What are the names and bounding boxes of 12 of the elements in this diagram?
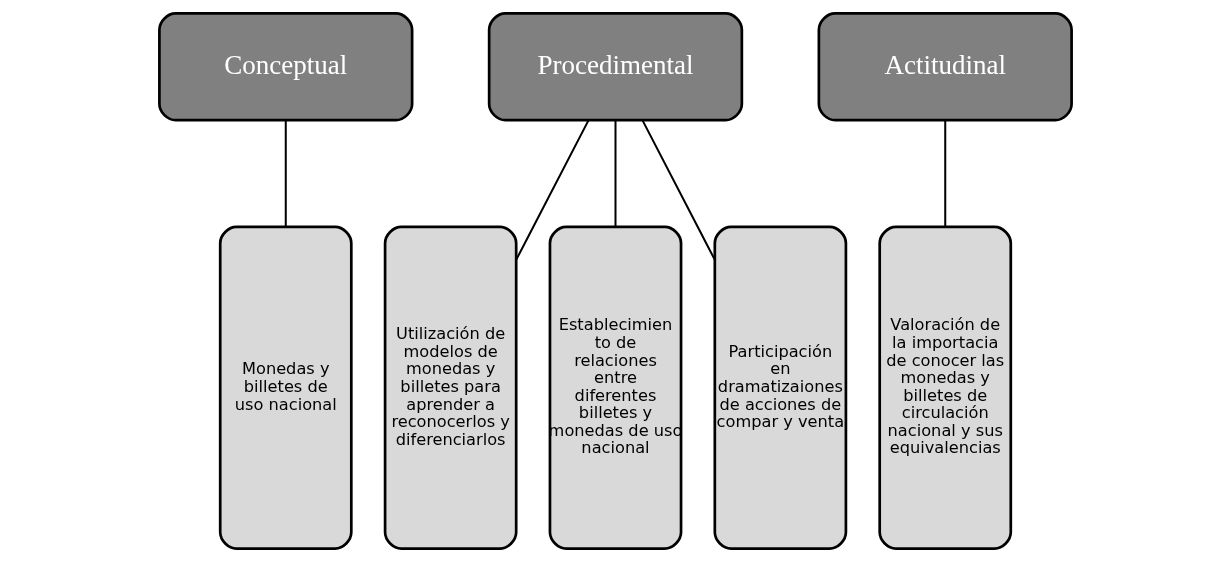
node-box: Actitudinal [817, 12, 1073, 122]
node-box: Valoración de la importacia de conocer las monedas y billetes de circulación nacional y sus equivalencias [877, 225, 1012, 550]
connector [284, 120, 287, 227]
connector [943, 120, 946, 227]
connector [514, 119, 589, 261]
node-box: Monedas y billetes de uso nacional [218, 225, 353, 550]
node-box: Utilización de modelos de monedas y billetes para aprender a reconocerlos y diferenciarlos [383, 225, 517, 550]
connector [641, 119, 716, 261]
node-box: Conceptual [157, 12, 413, 122]
connector [614, 120, 616, 227]
node-box: Procedimental [487, 12, 743, 122]
node-box: Participación en dramatizaiones de acciones de compar y venta [713, 225, 847, 550]
